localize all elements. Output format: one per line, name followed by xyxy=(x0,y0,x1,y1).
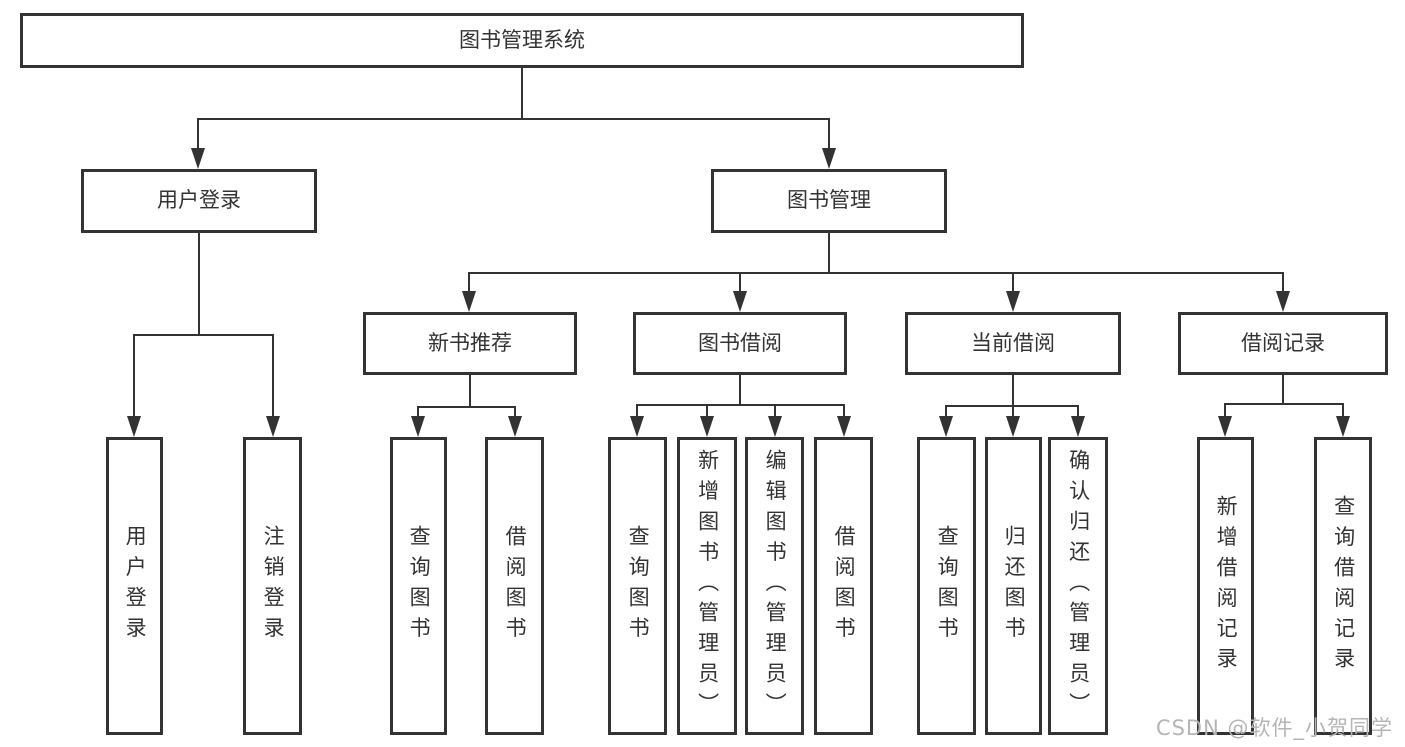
leaf-label: 注销登录 xyxy=(261,525,286,647)
leaf-add-borrow-record: 新增借阅记录 xyxy=(1197,437,1254,735)
leaf-return-books: 归还图书 xyxy=(985,437,1042,735)
node-user-login: 用户登录 xyxy=(81,169,317,233)
leaf-borrow-books-recommend: 借阅图书 xyxy=(485,437,544,735)
node-new-book-recommendation: 新书推荐 xyxy=(363,312,577,375)
leaf-edit-books-admin: 编辑图书（管理员） xyxy=(745,437,804,735)
leaf-label: 新增借阅记录 xyxy=(1214,494,1239,678)
leaf-label: 确认归还（管理员） xyxy=(1066,448,1091,724)
leaf-query-books-recommend: 查询图书 xyxy=(390,437,447,735)
leaf-label: 查询图书 xyxy=(407,525,432,647)
leaf-label: 归还图书 xyxy=(1002,525,1027,647)
node-label: 借阅记录 xyxy=(1241,330,1325,355)
node-borrowing-records: 借阅记录 xyxy=(1178,312,1388,375)
leaf-query-books-current: 查询图书 xyxy=(917,437,976,735)
leaf-label: 查询图书 xyxy=(626,525,651,647)
node-label: 图书管理 xyxy=(787,188,871,213)
node-library-management-system: 图书管理系统 xyxy=(20,13,1024,68)
leaf-user-login: 用户登录 xyxy=(106,437,163,735)
node-label: 新书推荐 xyxy=(428,330,512,355)
node-label: 当前借阅 xyxy=(971,330,1055,355)
node-label: 图书管理系统 xyxy=(459,27,585,52)
leaf-label: 借阅图书 xyxy=(503,525,528,647)
leaf-label: 新增图书（管理员） xyxy=(695,448,720,724)
leaf-label: 查询借阅记录 xyxy=(1331,494,1356,678)
leaf-label: 编辑图书（管理员） xyxy=(763,448,788,724)
leaf-add-books-admin: 新增图书（管理员） xyxy=(677,437,737,735)
node-book-borrowing: 图书借阅 xyxy=(633,312,847,375)
leaf-label: 查询图书 xyxy=(935,525,960,647)
csdn-watermark: CSDN @软件_小贺同学 xyxy=(1155,716,1393,740)
leaf-label: 借阅图书 xyxy=(832,525,857,647)
node-current-borrowing: 当前借阅 xyxy=(905,312,1121,375)
node-label: 用户登录 xyxy=(157,188,241,213)
leaf-confirm-return-admin: 确认归还（管理员） xyxy=(1048,437,1108,735)
leaf-logout: 注销登录 xyxy=(243,437,302,735)
leaf-borrow-books-borrowing: 借阅图书 xyxy=(814,437,873,735)
leaf-label: 用户登录 xyxy=(123,525,148,647)
leaf-query-books-borrowing: 查询图书 xyxy=(608,437,667,735)
node-book-management: 图书管理 xyxy=(711,169,947,233)
leaf-query-borrow-record: 查询借阅记录 xyxy=(1314,437,1372,735)
node-label: 图书借阅 xyxy=(698,330,782,355)
